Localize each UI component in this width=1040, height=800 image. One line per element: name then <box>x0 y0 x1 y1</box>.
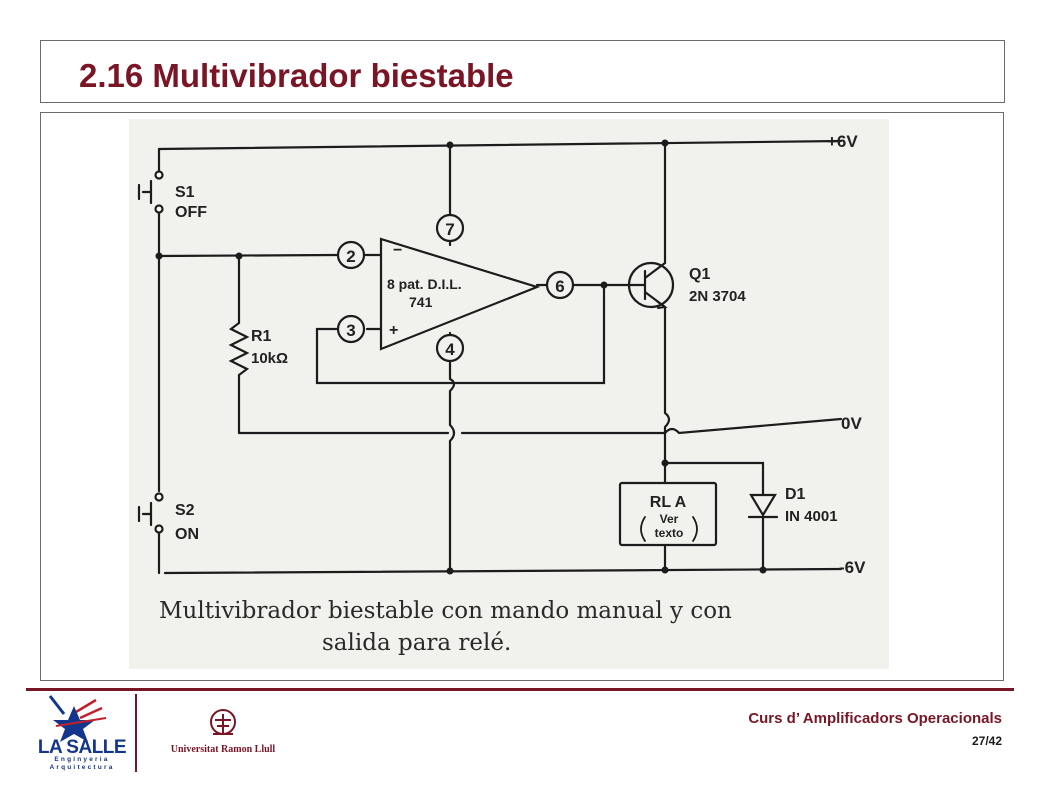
label-d1-model: IN 4001 <box>785 508 838 525</box>
label-relay: RL A <box>650 494 687 511</box>
circuit-schematic: 2 3 7 4 6 − + 8 pat. D.I.L. 741 +6V 0V -… <box>137 132 866 656</box>
scanned-background <box>129 119 889 669</box>
schematic-figure: 2 3 7 4 6 − + 8 pat. D.I.L. 741 +6V 0V -… <box>40 112 1004 681</box>
rail-zero <box>237 417 843 435</box>
label-q1: Q1 <box>689 266 710 283</box>
label-positive-rail: +6V <box>827 132 858 151</box>
label-q1-model: 2N 3704 <box>689 288 746 305</box>
pin-2-label: 2 <box>346 247 355 266</box>
resistor-r1 <box>228 254 250 435</box>
rail-negative <box>163 567 843 575</box>
transistor-q1 <box>627 261 675 309</box>
wire-pin4 <box>448 331 456 573</box>
opamp-minus: − <box>393 242 402 259</box>
label-d1: D1 <box>785 486 806 503</box>
label-s2: S2 <box>175 502 195 519</box>
switch-s2 <box>137 501 153 527</box>
label-zero-rail: 0V <box>841 414 862 433</box>
figure-caption-line2: salida para relé. <box>322 630 511 656</box>
page-number: 27/42 <box>971 734 1002 748</box>
label-r1-value: 10kΩ <box>251 350 288 367</box>
slide-title: 2.16 Multivibrador biestable <box>79 57 514 94</box>
relay-rla <box>618 481 718 547</box>
label-s1-state: OFF <box>175 204 207 221</box>
footer-divider <box>26 688 1014 691</box>
wire-pin2 <box>157 253 383 258</box>
label-negative-rail: -6V <box>839 558 866 577</box>
opamp-model: 741 <box>409 294 433 310</box>
course-title: Curs d’ Amplificadors Operacionals <box>748 710 1002 727</box>
opamp-plus: + <box>389 322 398 339</box>
pin-7-label: 7 <box>445 220 454 239</box>
wire-relay <box>663 461 765 572</box>
opamp-triangle <box>379 237 541 351</box>
lasalle-sub-2: Arquitectura <box>49 764 115 771</box>
lasalle-sub-1: Enginyeria <box>54 756 110 763</box>
label-relay-note1: Ver <box>660 512 679 526</box>
title-bar: 2.16 Multivibrador biestable <box>40 40 1005 103</box>
url-name: Universitat Ramon Llull <box>170 744 276 755</box>
lasalle-logo: LA SALLE Enginyeria Arquitectura <box>36 692 128 774</box>
logo-divider <box>135 694 137 772</box>
pin-6-label: 6 <box>555 277 564 296</box>
label-r1: R1 <box>251 328 272 345</box>
wire-pin3 <box>315 283 606 385</box>
label-s2-state: ON <box>175 526 199 543</box>
tree-emblem-icon <box>210 709 236 735</box>
opamp-package: 8 pat. D.I.L. <box>387 276 462 292</box>
rail-positive <box>157 139 843 151</box>
label-relay-note2: texto <box>655 526 684 540</box>
pin-4-label: 4 <box>445 340 455 359</box>
switch-s1 <box>137 179 153 205</box>
label-s1: S1 <box>175 184 195 201</box>
url-logo: Universitat Ramon Llull <box>148 708 298 764</box>
pin-3-label: 3 <box>346 321 355 340</box>
diode-d1 <box>747 493 779 519</box>
star-icon <box>48 695 107 742</box>
lasalle-name: LA SALLE <box>37 737 127 758</box>
figure-caption-line1: Multivibrador biestable con mando manual… <box>159 598 732 624</box>
